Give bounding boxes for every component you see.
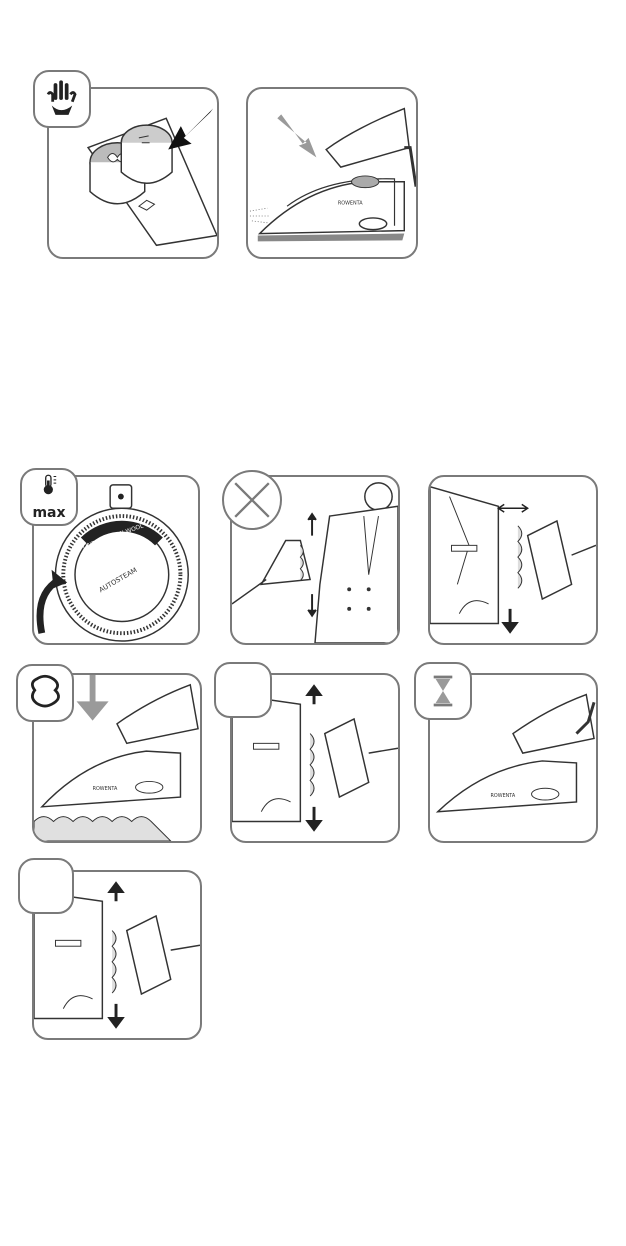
- step-badge-blank: [214, 662, 272, 718]
- distance-arrow-icon: [498, 504, 527, 512]
- temperature-max-label: max: [22, 505, 76, 521]
- svg-text:ROWENTA: ROWENTA: [491, 793, 516, 799]
- svg-text:ROWENTA: ROWENTA: [93, 786, 118, 792]
- down-arrow-icon: [110, 1004, 122, 1026]
- press-arrow-icon: [277, 114, 316, 157]
- down-arrow-icon: [504, 609, 516, 631]
- spray-button: [121, 125, 172, 183]
- temperature-max-badge: max: [20, 468, 78, 526]
- iron-spray-illustration: ROWENTA: [248, 89, 416, 257]
- step-badge-blank: [18, 858, 74, 914]
- down-arrow-icon: [308, 807, 320, 829]
- up-arrow-icon: [308, 514, 316, 535]
- steam-burst-icon: [16, 664, 74, 722]
- svg-text:ROWENTA: ROWENTA: [338, 200, 363, 206]
- press-arrow-icon: [168, 109, 213, 150]
- thermometer-icon: [22, 470, 76, 508]
- vertical-steam-distance-panel: [428, 475, 598, 645]
- hanging-jacket-illustration: [430, 477, 596, 643]
- iron-spray-panel: ROWENTA: [246, 87, 418, 259]
- press-arrow-icon: [83, 675, 103, 716]
- up-arrow-icon: [308, 687, 320, 705]
- down-arrow-icon: [308, 594, 316, 615]
- hourglass-icon: [414, 662, 472, 720]
- spray-hand-icon: [33, 70, 91, 128]
- forbidden-x-icon: [222, 470, 282, 530]
- up-arrow-icon: [110, 884, 122, 902]
